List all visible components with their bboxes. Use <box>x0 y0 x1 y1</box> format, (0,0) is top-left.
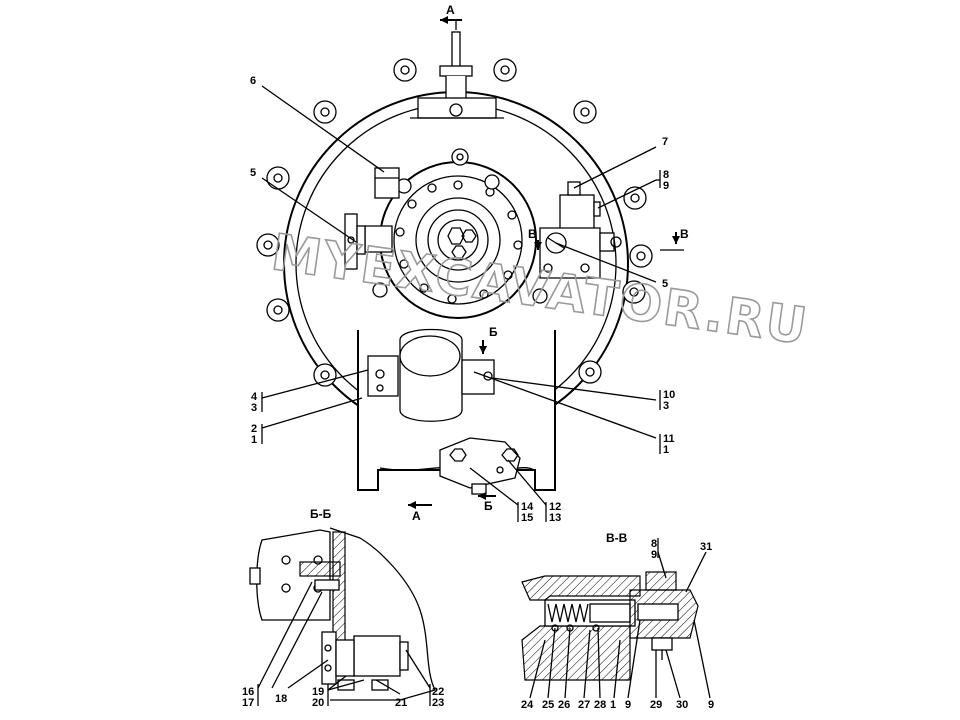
section-a-top <box>440 16 462 30</box>
callout-31: 31 <box>700 541 712 553</box>
section-a-label-top: А <box>446 3 455 17</box>
section-v-label-right: В <box>680 227 689 241</box>
callout-8: 8 <box>663 169 669 181</box>
callout-14: 14 <box>521 501 534 513</box>
callout-30: 30 <box>676 699 688 711</box>
callout-11: 11 <box>663 433 675 445</box>
vv-spool <box>589 603 631 623</box>
section-b-top <box>479 340 487 354</box>
callout-22: 22 <box>432 686 444 698</box>
upper-left-stub <box>374 167 400 199</box>
top-mount-bracket <box>410 31 504 119</box>
section-v-right <box>660 232 684 251</box>
pump-top-lug <box>451 148 469 166</box>
callout-vv-9-b: 9 <box>708 699 714 711</box>
pump-cover <box>415 197 501 283</box>
section-a-label-bottom: А <box>412 509 421 523</box>
callout-27: 27 <box>578 699 590 711</box>
callout-3-right: 3 <box>663 400 669 412</box>
callout-6: 6 <box>250 75 256 87</box>
callout-1-right: 1 <box>663 444 669 456</box>
bb-pipe-section <box>299 561 341 577</box>
pump-shaft-bolts <box>447 227 477 259</box>
callout-15: 15 <box>521 512 533 524</box>
main-view: А А Б Б В В <box>250 3 689 524</box>
bb-solenoid-body <box>353 635 401 677</box>
vv-body-bottom <box>521 625 631 681</box>
left-lower-block <box>367 355 399 397</box>
callout-18: 18 <box>275 693 287 705</box>
callout-25: 25 <box>542 699 554 711</box>
vv-leader-lines <box>529 538 711 699</box>
callout-vv-9-top: 9 <box>651 549 657 561</box>
callout-5-left: 5 <box>250 167 256 179</box>
bb-side-plug <box>249 567 261 585</box>
vv-bottom-nut <box>651 637 673 651</box>
callout-1-left: 1 <box>251 434 257 446</box>
callout-4: 4 <box>251 391 258 403</box>
callout-2: 2 <box>251 423 257 435</box>
bb-leader-lines <box>257 581 431 706</box>
bb-mount-plate <box>321 631 337 685</box>
callout-23: 23 <box>432 697 444 709</box>
vv-top-plug <box>645 571 677 591</box>
callout-vv-9-a: 9 <box>625 699 631 711</box>
callout-20: 20 <box>312 697 324 709</box>
callout-13: 13 <box>549 512 561 524</box>
filter-bowl <box>399 328 463 422</box>
callout-vv-8: 8 <box>651 538 657 550</box>
callout-10: 10 <box>663 389 675 401</box>
section-b-bottom <box>478 492 496 500</box>
pump-shaft <box>437 219 479 261</box>
section-vv-view: В-В 8 9 <box>521 531 714 711</box>
callout-21: 21 <box>395 697 407 709</box>
bottom-cover-plate <box>439 437 521 495</box>
section-v-label-left: В <box>528 227 537 241</box>
callout-26: 26 <box>558 699 570 711</box>
section-vv-title: В-В <box>606 531 628 545</box>
bb-housing-outline <box>329 527 436 701</box>
vv-body-top <box>521 575 641 601</box>
callout-7: 7 <box>662 136 668 148</box>
callout-vv-1: 1 <box>610 699 616 711</box>
section-b-label-top: Б <box>489 325 498 339</box>
section-v-left <box>534 240 542 250</box>
callout-19: 19 <box>312 686 324 698</box>
section-b-label-bottom: Б <box>484 499 493 513</box>
callout-16: 16 <box>242 686 254 698</box>
pump-hub <box>427 209 489 271</box>
section-a-bottom <box>408 501 432 509</box>
callout-3-left: 3 <box>251 402 257 414</box>
callout-5-right: 5 <box>662 278 668 290</box>
callout-24: 24 <box>521 699 534 711</box>
right-valve-block <box>539 181 622 279</box>
main-leader-lines <box>261 85 661 522</box>
section-bb-title: Б-Б <box>310 507 332 521</box>
callout-28: 28 <box>594 699 606 711</box>
section-bb-view: Б-Б <box>242 507 444 709</box>
callout-29: 29 <box>650 699 662 711</box>
callout-9: 9 <box>663 180 669 192</box>
vv-spring <box>547 603 589 623</box>
bb-pump-block <box>256 529 331 621</box>
callout-17: 17 <box>242 697 254 709</box>
callout-12: 12 <box>549 501 561 513</box>
pump-flange-ring <box>393 175 523 305</box>
pump-flange-bolts <box>395 180 523 304</box>
